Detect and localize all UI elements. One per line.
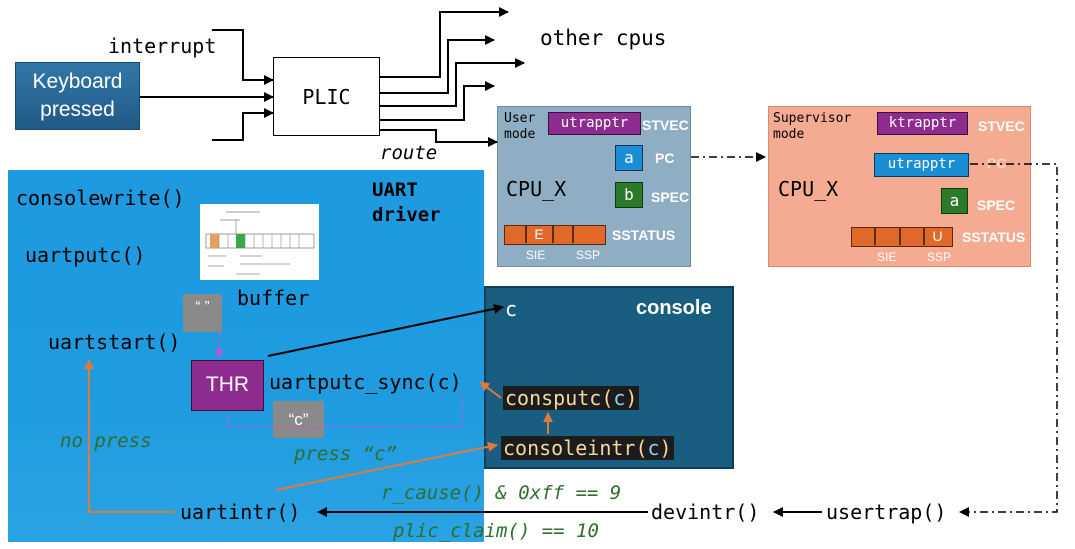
user-pc-register: a (615, 145, 643, 171)
consoleintr-fn-arg: c (647, 436, 660, 460)
interrupt-line-3 (212, 108, 274, 141)
supervisor-cpu-label: CPU_X (778, 177, 839, 201)
uartstart-fn: uartstart() (48, 330, 181, 354)
supervisor-sstatus-divider (874, 228, 876, 245)
devintr-fn: devintr() (651, 500, 760, 524)
plic-label: PLIC (302, 85, 351, 109)
no-press-label: no press (60, 430, 152, 452)
supervisor-sstatus-label: SSTATUS (962, 229, 1026, 245)
user-mode-title-line1: User (504, 111, 536, 126)
user-sstatus-label: SSTATUS (612, 227, 676, 243)
user-spec-register: b (615, 182, 643, 208)
uart-driver-title-line1: UART (372, 179, 418, 201)
uartintr-fn: uartintr() (180, 500, 301, 524)
consoleintr-fn-name: consoleintr( (503, 436, 648, 460)
keyboard-pressed-box: Keyboard pressed (15, 62, 140, 130)
user-sstatus-e-bit: E (534, 226, 544, 242)
interrupt-line-1 (212, 29, 274, 85)
supervisor-sie-label: SIE (877, 250, 897, 264)
consoleintr-fn: consoleintr(c) (501, 436, 674, 460)
supervisor-pc-label: PC (987, 155, 1007, 171)
supervisor-sstatus-u-bit: U (932, 228, 943, 244)
supervisor-sstatus-register: U (851, 227, 953, 247)
keyboard-label-line2: pressed (40, 98, 115, 121)
consoleintr-fn-close: ) (659, 436, 672, 460)
buffer-label: buffer (237, 286, 310, 310)
user-mode-title: User mode (504, 111, 535, 143)
uartputc-sync-fn: uartputc_sync(c) (269, 370, 462, 394)
supervisor-spec-register: a (941, 188, 968, 214)
user-sstatus-register: E (504, 225, 606, 245)
user-ssp-label: SSP (576, 248, 601, 262)
user-stvec-label: STVEC (642, 117, 689, 133)
supervisor-sstatus-divider (923, 228, 925, 245)
uart-driver-title: UART driver (372, 178, 441, 228)
user-mode-title-line2: mode (504, 127, 536, 142)
plic-claim-label: plic_claim() == 10 (393, 520, 599, 542)
buffer-empty-slot: “ ” (183, 294, 222, 332)
user-sie-label: SIE (526, 248, 546, 262)
user-sstatus-divider (572, 226, 574, 243)
supervisor-ktrapptr-register: ktrapptr (877, 112, 968, 135)
buffer-diagram-thumbnail (200, 204, 319, 280)
user-utrapptr-register: utrapptr (548, 112, 641, 135)
uart-driver-title-line2: driver (372, 204, 441, 226)
supervisor-mode-title-line1: Supervisor (773, 111, 852, 126)
plic-out-1 (380, 7, 509, 78)
press-c-label: press “c” (294, 443, 397, 465)
user-sstatus-divider (552, 226, 554, 243)
thr-register: THR (191, 360, 264, 411)
user-pc-label: PC (655, 150, 675, 166)
plic-route-to-cpu (380, 129, 498, 147)
supervisor-spec-label: SPEC (977, 197, 1016, 213)
usertrap-fn: usertrap() (826, 500, 947, 524)
plic-box: PLIC (273, 57, 380, 136)
supervisor-sstatus-divider (899, 228, 901, 245)
consputc-fn-arg: c (613, 386, 626, 410)
char-c-box: “c” (273, 401, 324, 438)
consputc-fn: consputc(c) (503, 386, 640, 410)
keyboard-label-line1: Keyboard (32, 70, 123, 93)
consputc-fn-name: consputc( (505, 386, 614, 410)
supervisor-ssp-label: SSP (927, 250, 952, 264)
user-sstatus-divider (525, 226, 527, 243)
supervisor-utrapptr-register: utrapptr (874, 153, 969, 177)
user-spec-label: SPEC (651, 189, 690, 205)
buffer-diagram-image (205, 211, 315, 275)
user-cpu-label: CPU_X (506, 177, 567, 201)
interrupt-label: interrupt (108, 34, 217, 58)
consputc-fn-close: ) (625, 386, 638, 410)
r-cause-label: r_cause() & 0xff == 9 (381, 482, 622, 504)
supervisor-stvec-label: STVEC (978, 118, 1025, 134)
plic-out-3 (380, 58, 525, 107)
supervisor-mode-title: Supervisor mode (773, 111, 851, 143)
route-label: route (380, 142, 438, 164)
other-cpus-label: other cpus (540, 26, 667, 50)
supervisor-mode-title-line2: mode (773, 127, 805, 142)
console-title: console (636, 297, 712, 319)
console-c-label: c (505, 297, 518, 321)
plic-out-4 (380, 81, 495, 121)
plic-out-2 (380, 35, 495, 94)
user-mode-box: User mode utrapptr STVEC a PC CPU_X b SP… (497, 106, 691, 267)
uartputc-fn: uartputc() (25, 243, 146, 267)
consolewrite-fn: consolewrite() (16, 186, 185, 210)
supervisor-mode-box: Supervisor mode ktrapptr STVEC utrapptr … (768, 106, 1031, 267)
